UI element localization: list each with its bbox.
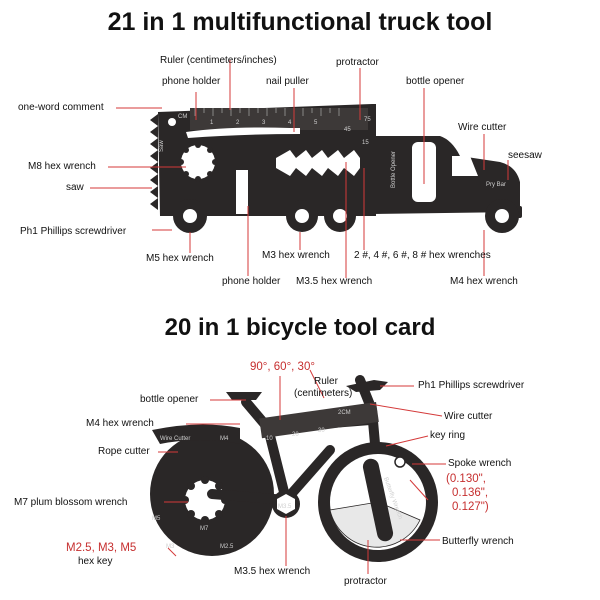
truck-section-title: 21 in 1 multifunctional truck tool bbox=[107, 8, 493, 36]
truck-nail-puller-label: nail puller bbox=[266, 76, 309, 87]
bike-ruler-unit-label: (centimeters) bbox=[294, 388, 353, 399]
bike-ruler-tick-label: 20 bbox=[292, 432, 299, 438]
saw-teeth bbox=[150, 114, 158, 210]
bike-m4-label: M4 hex wrench bbox=[86, 418, 154, 429]
truck-ruler-tick-label: 3 bbox=[262, 120, 266, 126]
truck-saw-label: saw bbox=[66, 182, 84, 193]
truck-wheels bbox=[173, 199, 519, 233]
phone-holder-slot bbox=[236, 170, 248, 214]
bike-spoke-wrench-label: Spoke wrench bbox=[448, 458, 512, 469]
bike-ruler-tick-label: 10 bbox=[266, 436, 273, 442]
bike-m7-label: M7 plum blossom wrench bbox=[14, 497, 128, 508]
truck-m8-label: M8 hex wrench bbox=[28, 161, 96, 172]
bike-leader-lines bbox=[158, 369, 446, 574]
bike-handlebar bbox=[346, 380, 388, 392]
truck-hex-wrenches-label: 2 #, 4 #, 6 #, 8 # hex wrenches bbox=[354, 250, 491, 261]
hex-wrench-teeth bbox=[276, 150, 360, 176]
truck-saw-engraving: Saw bbox=[159, 140, 165, 152]
bike-seat bbox=[226, 392, 262, 400]
bike-bottle-opener-label: bottle opener bbox=[140, 394, 199, 405]
bike-wire-cutter-engraving: Wire Cutter bbox=[160, 436, 190, 442]
truck-protractor-label: protractor bbox=[336, 57, 379, 68]
truck-m3-label: M3 hex wrench bbox=[262, 250, 330, 261]
truck-protractor-label: 75 bbox=[364, 117, 371, 123]
bike-spoke-size: 0.136", bbox=[452, 487, 489, 499]
bike-m35-engraving: M3.5 bbox=[278, 504, 292, 510]
bike-spoke-size: 0.127") bbox=[452, 501, 489, 513]
truck-leader-lines bbox=[90, 60, 509, 278]
nail-puller-slot bbox=[186, 127, 300, 138]
bike-wire-cutter-label: Wire cutter bbox=[444, 411, 493, 422]
truck-phone-holder-bottom-label: phone holder bbox=[222, 276, 281, 287]
bike-m5-engraving: M5 bbox=[152, 516, 161, 522]
truck-ruler-tick-label: 5 bbox=[314, 120, 318, 126]
bike-butterfly-label: Butterfly wrench bbox=[442, 536, 514, 547]
truck-ruler-label: Ruler (centimeters/inches) bbox=[160, 55, 277, 66]
m8-gear-hole bbox=[181, 145, 215, 179]
bike-section-title: 20 in 1 bicycle tool card bbox=[164, 314, 436, 341]
truck-wire-cutter-label: Wire cutter bbox=[458, 122, 507, 133]
bike-key-ring-label: key ring bbox=[430, 430, 466, 441]
ruler-strip bbox=[190, 108, 368, 130]
truck-ruler-tick-label: 4 bbox=[288, 120, 292, 126]
bike-m3-engraving: M3 bbox=[166, 544, 175, 550]
truck-ruler-tick-label: 1 bbox=[210, 120, 214, 126]
bike-m7-engraving: M7 bbox=[200, 526, 209, 532]
m8-gear-teeth bbox=[178, 142, 218, 182]
bike-cm-engraving: 2CM bbox=[338, 410, 351, 416]
truck-bottle-engraving: Bottle Opener bbox=[391, 151, 397, 188]
truck-phone-holder-top-label: phone holder bbox=[162, 76, 221, 87]
bike-protractor-label: protractor bbox=[344, 576, 387, 587]
bike-hex-key-label: hex key bbox=[78, 556, 113, 567]
bike-m-sizes-label: M2.5, M3, M5 bbox=[66, 542, 137, 554]
truck-protractor-label: 45 bbox=[344, 127, 351, 133]
bike-front-wheel bbox=[318, 442, 438, 562]
bike-ph1-label: Ph1 Phillips screwdriver bbox=[418, 380, 525, 391]
truck-one-word-comment-label: one-word comment bbox=[18, 102, 104, 113]
bike-ruler-tick-label: 30 bbox=[318, 428, 325, 434]
cab-window bbox=[452, 156, 478, 176]
bike-angles-label: 90°, 60°, 30° bbox=[250, 361, 315, 373]
truck-protractor-label: 15 bbox=[362, 140, 369, 146]
bike-ruler-label: Ruler bbox=[314, 376, 338, 387]
bike-m4-engraving: M4 bbox=[220, 436, 229, 442]
truck-bottle-opener-label: bottle opener bbox=[406, 76, 465, 87]
truck-m35-label: M3.5 hex wrench bbox=[296, 276, 373, 287]
bike-chainring bbox=[272, 490, 300, 518]
truck-pry-bar-engraving: Pry Bar bbox=[486, 182, 506, 188]
bike-m35-label: M3.5 hex wrench bbox=[234, 566, 311, 577]
bike-m25-engraving: M2.5 bbox=[220, 544, 234, 550]
bike-spoke-size: (0.130", bbox=[446, 473, 486, 485]
truck-m5-label: M5 hex wrench bbox=[146, 253, 214, 264]
bike-ruler-strip bbox=[259, 402, 379, 439]
truck-ph1-label: Ph1 Phillips screwdriver bbox=[20, 226, 127, 237]
bike-rope-cutter-label: Rope cutter bbox=[98, 446, 150, 457]
truck-m4-label: M4 hex wrench bbox=[450, 276, 518, 287]
truck-ruler-tick-label: 2 bbox=[236, 120, 240, 126]
truck-seesaw-label: seesaw bbox=[508, 150, 542, 161]
truck-ruler-cm-mark: CM bbox=[178, 114, 187, 120]
